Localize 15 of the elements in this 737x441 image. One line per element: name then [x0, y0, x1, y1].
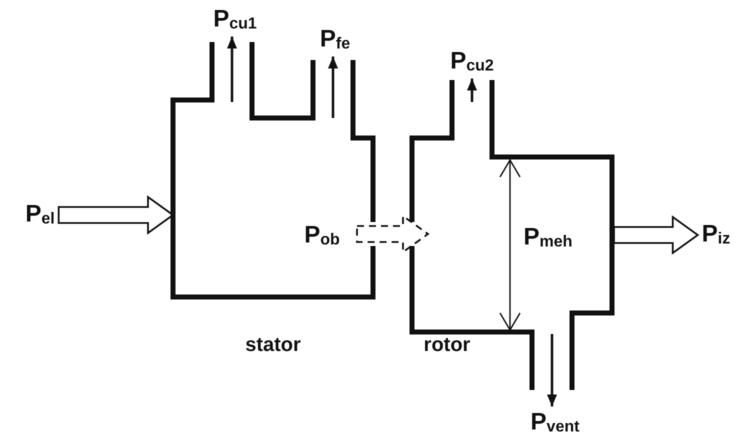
arrow — [227, 36, 237, 102]
arrow — [547, 334, 557, 406]
power-label: P$_{vent}$ — [530, 410, 580, 436]
power-label: P$_{fe}$ — [320, 28, 350, 52]
part-caption: stator — [245, 335, 301, 355]
power-label: P$_{cu1}$ — [213, 8, 257, 32]
power-label: P$_{iz}$ — [702, 222, 730, 248]
power-label: P$_{el}$ — [25, 202, 55, 228]
power-label: P$_{meh}$ — [524, 226, 572, 250]
arrow — [467, 78, 477, 102]
block-arrow — [356, 214, 430, 254]
part-caption: rotor — [424, 335, 470, 355]
arrow — [328, 56, 338, 118]
power-label: P$_{cu2}$ — [450, 50, 494, 74]
block-arrow — [613, 215, 700, 255]
